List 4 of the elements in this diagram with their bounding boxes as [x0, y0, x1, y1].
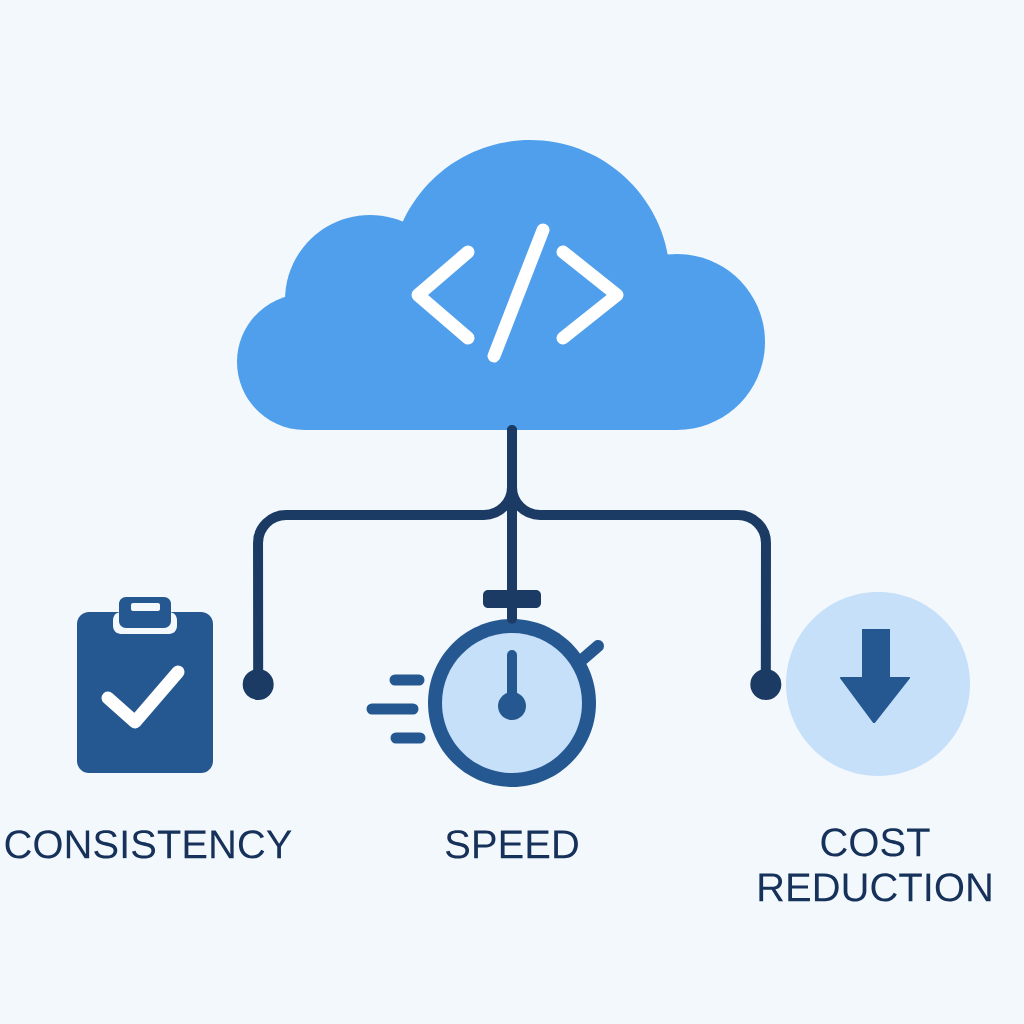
item-label: COST REDUCTION: [759, 828, 991, 902]
item-label: SPEED: [446, 830, 578, 859]
connector-line: [507, 425, 782, 700]
item-label: CONSISTENCY: [5, 830, 292, 859]
